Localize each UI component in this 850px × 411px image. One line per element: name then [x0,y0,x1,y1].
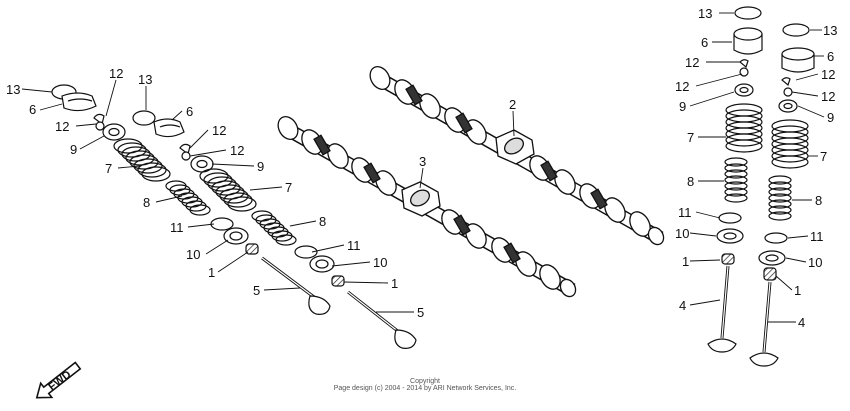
callout-12: 12 [821,89,835,104]
leader-lines [21,12,825,323]
callout-10: 10 [675,226,689,241]
callout-11: 11 [678,205,692,220]
callout-11: 11 [810,229,824,244]
valve-assembly-left-a[interactable] [51,84,331,315]
callout-10: 10 [373,255,387,270]
callout-13: 13 [6,82,20,97]
callout-5: 5 [253,283,260,298]
callout-8: 8 [319,214,326,229]
callout-8: 8 [143,195,150,210]
callout-1: 1 [794,283,801,298]
callout-6: 6 [186,104,193,119]
callout-11: 11 [170,220,184,235]
callout-10: 10 [186,247,200,262]
callout-2: 2 [509,97,516,112]
callout-6: 6 [29,102,36,117]
valve-assembly-left-b[interactable] [132,110,417,349]
callout-6: 6 [701,35,708,50]
callout-13: 13 [138,72,152,87]
callout-13: 13 [698,6,712,21]
callout-5: 5 [417,305,424,320]
callout-7: 7 [105,161,112,176]
camshaft-3[interactable] [274,113,578,299]
callout-8: 8 [687,174,694,189]
callout-1: 1 [391,276,398,291]
callout-7: 7 [285,180,292,195]
callout-7: 7 [687,130,694,145]
fwd-arrow-icon [35,361,82,399]
callout-9: 9 [827,110,834,125]
callout-4: 4 [798,315,805,330]
callout-12: 12 [675,79,689,94]
callout-13: 13 [823,23,837,38]
callout-12: 12 [109,66,123,81]
valve-assembly-right-a[interactable] [707,6,763,353]
callout-12: 12 [230,143,244,158]
callout-3: 3 [419,154,426,169]
callout-9: 9 [679,99,686,114]
callout-9: 9 [70,142,77,157]
callout-12: 12 [685,55,699,70]
valve-assembly-right-b[interactable] [749,23,815,367]
callout-labels: 13 6 12 12 9 7 8 11 10 1 5 13 6 12 12 9 … [6,6,837,330]
callout-4: 4 [679,298,686,313]
copyright-line-2: Page design (c) 2004 - 2014 by ARI Netwo… [333,385,517,392]
callout-12: 12 [55,119,69,134]
callout-12: 12 [821,67,835,82]
camshaft-2[interactable] [366,63,666,247]
callout-7: 7 [820,149,827,164]
callout-1: 1 [682,254,689,269]
copyright-line-1: Copyright [410,378,440,385]
callout-8: 8 [815,193,822,208]
callout-11: 11 [347,238,361,253]
callout-10: 10 [808,255,822,270]
callout-12: 12 [212,123,226,138]
callout-1: 1 [208,265,215,280]
callout-9: 9 [257,159,264,174]
callout-6: 6 [827,49,834,64]
